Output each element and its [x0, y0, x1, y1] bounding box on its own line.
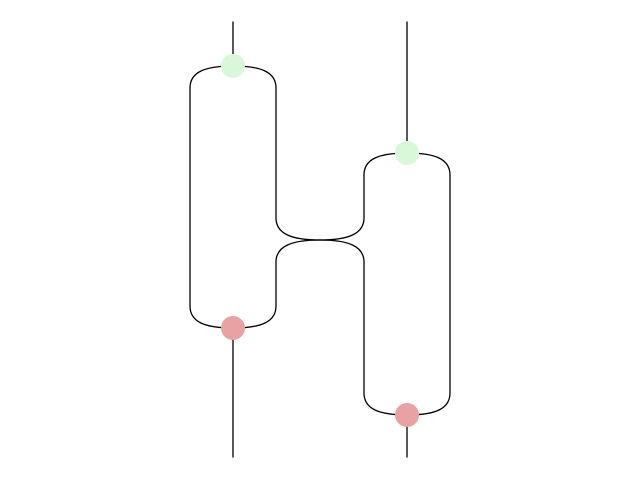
red-node-right-bottom	[395, 403, 419, 427]
right-loop-inner-top	[319, 152, 408, 241]
red-node-left-bottom	[221, 316, 245, 340]
right-loop-outer	[406, 152, 451, 416]
left-loop-inner-bottom	[232, 239, 321, 329]
right-loop-inner-bottom	[319, 239, 408, 416]
green-node-right-top	[395, 141, 419, 165]
left-loop-inner-top	[232, 65, 321, 241]
green-node-left-top	[221, 54, 245, 78]
left-loop-outer	[189, 65, 234, 329]
